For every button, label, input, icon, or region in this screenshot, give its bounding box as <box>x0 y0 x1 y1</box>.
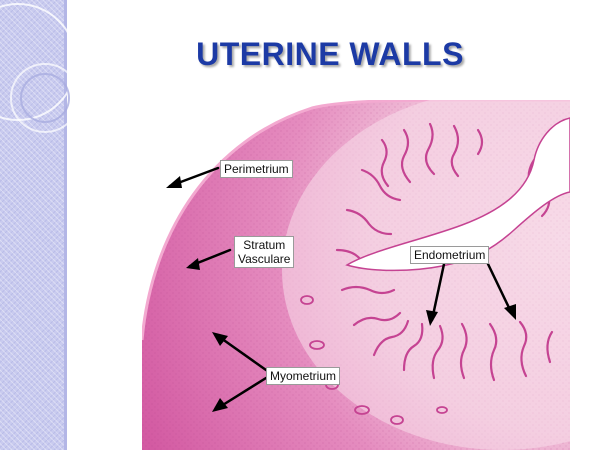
decorative-circles <box>0 3 80 133</box>
label-endometrium: Endometrium <box>410 246 490 264</box>
uterine-lumen <box>345 117 570 272</box>
label-stratum-vasculare: Stratum Vasculare <box>234 236 295 268</box>
label-perimetrium: Perimetrium <box>220 160 293 178</box>
slide-sidebar <box>0 0 66 450</box>
uterine-wall-micrograph <box>142 100 570 450</box>
label-arrows <box>168 166 514 410</box>
perimetrium-edge <box>142 100 570 341</box>
gland-cross-sections <box>300 295 448 425</box>
sidebar-edge-divider <box>64 0 67 450</box>
arrow-heads <box>166 176 516 412</box>
label-myometrium: Myometrium <box>266 367 341 385</box>
slide-title: UTERINE WALLS <box>196 36 464 72</box>
